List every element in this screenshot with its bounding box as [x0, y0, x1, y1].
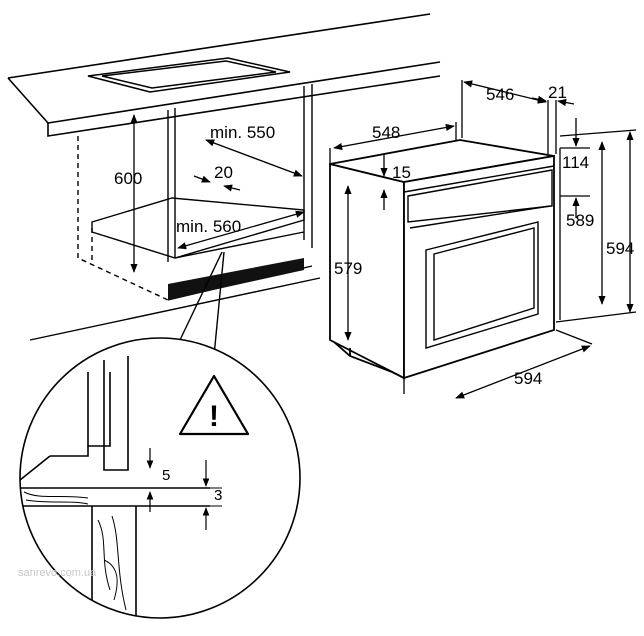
dim-top-gap: 15: [392, 163, 411, 182]
dim-cabinet-width: min. 560: [176, 217, 241, 236]
warning-symbol: !: [209, 400, 219, 433]
dim-front-thickness: 21: [548, 83, 567, 102]
warning-icon: !: [178, 374, 250, 436]
dim-oven-height-inner: 589: [566, 211, 594, 230]
dim-oven-height-full: 594: [606, 239, 634, 258]
worktop: [7, 13, 441, 137]
detail-leader: [179, 251, 225, 357]
dim-panel-height: 114: [562, 153, 589, 172]
dim-oven-depth-full: 546: [486, 85, 514, 104]
cabinet-niche: [29, 84, 321, 341]
oven-details: [403, 165, 555, 349]
dim-cabinet-depth: min. 550: [210, 123, 275, 142]
dim-oven-body-height: 579: [334, 259, 362, 278]
plinth-strip: [168, 258, 304, 300]
dim-detail-gap-a: 5: [162, 467, 170, 484]
dim-detail-gap-b: 3: [214, 487, 222, 504]
detail-view: [19, 337, 301, 619]
dim-oven-width: 594: [514, 369, 542, 388]
dimension-lines: [130, 80, 637, 399]
dim-cabinet-height: 600: [114, 169, 142, 188]
watermark: sanrevo.com.ua: [18, 567, 97, 579]
dim-oven-depth: 548: [372, 123, 400, 142]
hob-cutout: [87, 57, 291, 93]
dim-cabinet-gap: 20: [214, 163, 233, 182]
